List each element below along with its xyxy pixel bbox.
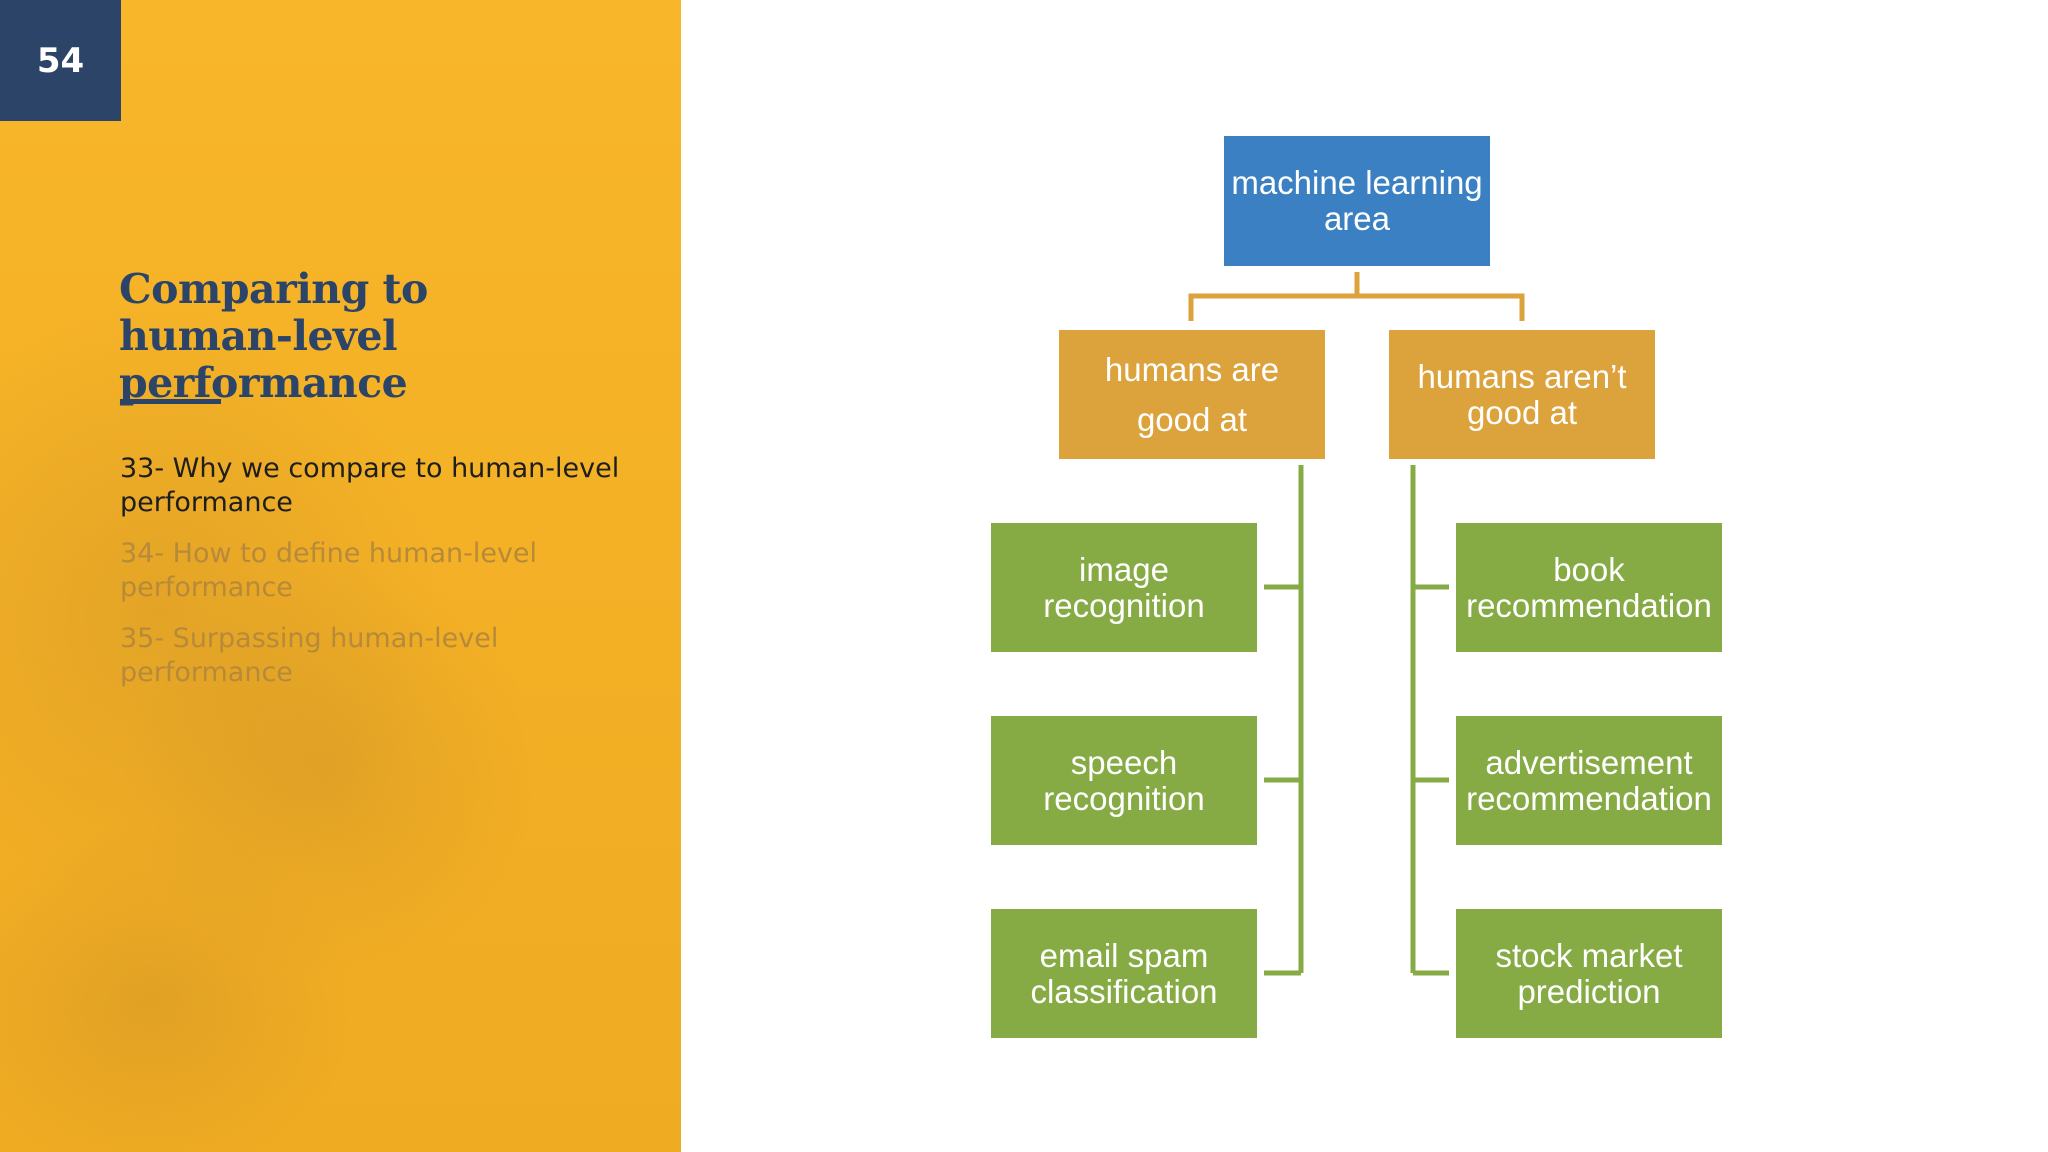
leaf-node-right-2: advertisement recommendation bbox=[1456, 716, 1722, 845]
lesson-list: 33- Why we compare to human-level perfor… bbox=[120, 452, 660, 707]
slide-title: Comparing to human-level performance bbox=[119, 266, 679, 407]
slide-title-line-1: Comparing to bbox=[119, 265, 428, 313]
leaf-node-right-3: stock market prediction bbox=[1456, 909, 1722, 1038]
slide-title-line-2: human-level performance bbox=[119, 312, 408, 407]
left-branch-node: humans are good at bbox=[1059, 330, 1325, 459]
left-branch-connector bbox=[1264, 465, 1304, 976]
root-connector bbox=[1188, 272, 1525, 321]
right-branch-connector bbox=[1410, 465, 1449, 976]
root-node: machine learning area bbox=[1224, 136, 1490, 266]
lesson-item-33[interactable]: 33- Why we compare to human-level perfor… bbox=[120, 453, 620, 518]
left-panel bbox=[0, 0, 681, 1152]
lesson-item-35[interactable]: 35- Surpassing human-level performance bbox=[120, 623, 499, 688]
leaf-node-left-2: speech recognition bbox=[991, 716, 1257, 845]
right-branch-node: humans aren’t good at bbox=[1389, 330, 1655, 459]
background-photo-shade bbox=[120, 560, 540, 980]
page-number: 54 bbox=[0, 0, 121, 121]
background-photo-shade bbox=[0, 820, 360, 1152]
lesson-item-34[interactable]: 34- How to define human-level performanc… bbox=[120, 538, 538, 603]
leaf-node-left-3: email spam classification bbox=[991, 909, 1257, 1038]
title-divider bbox=[120, 399, 221, 404]
leaf-node-left-1: image recognition bbox=[991, 523, 1257, 652]
leaf-node-right-1: book recommendation bbox=[1456, 523, 1722, 652]
